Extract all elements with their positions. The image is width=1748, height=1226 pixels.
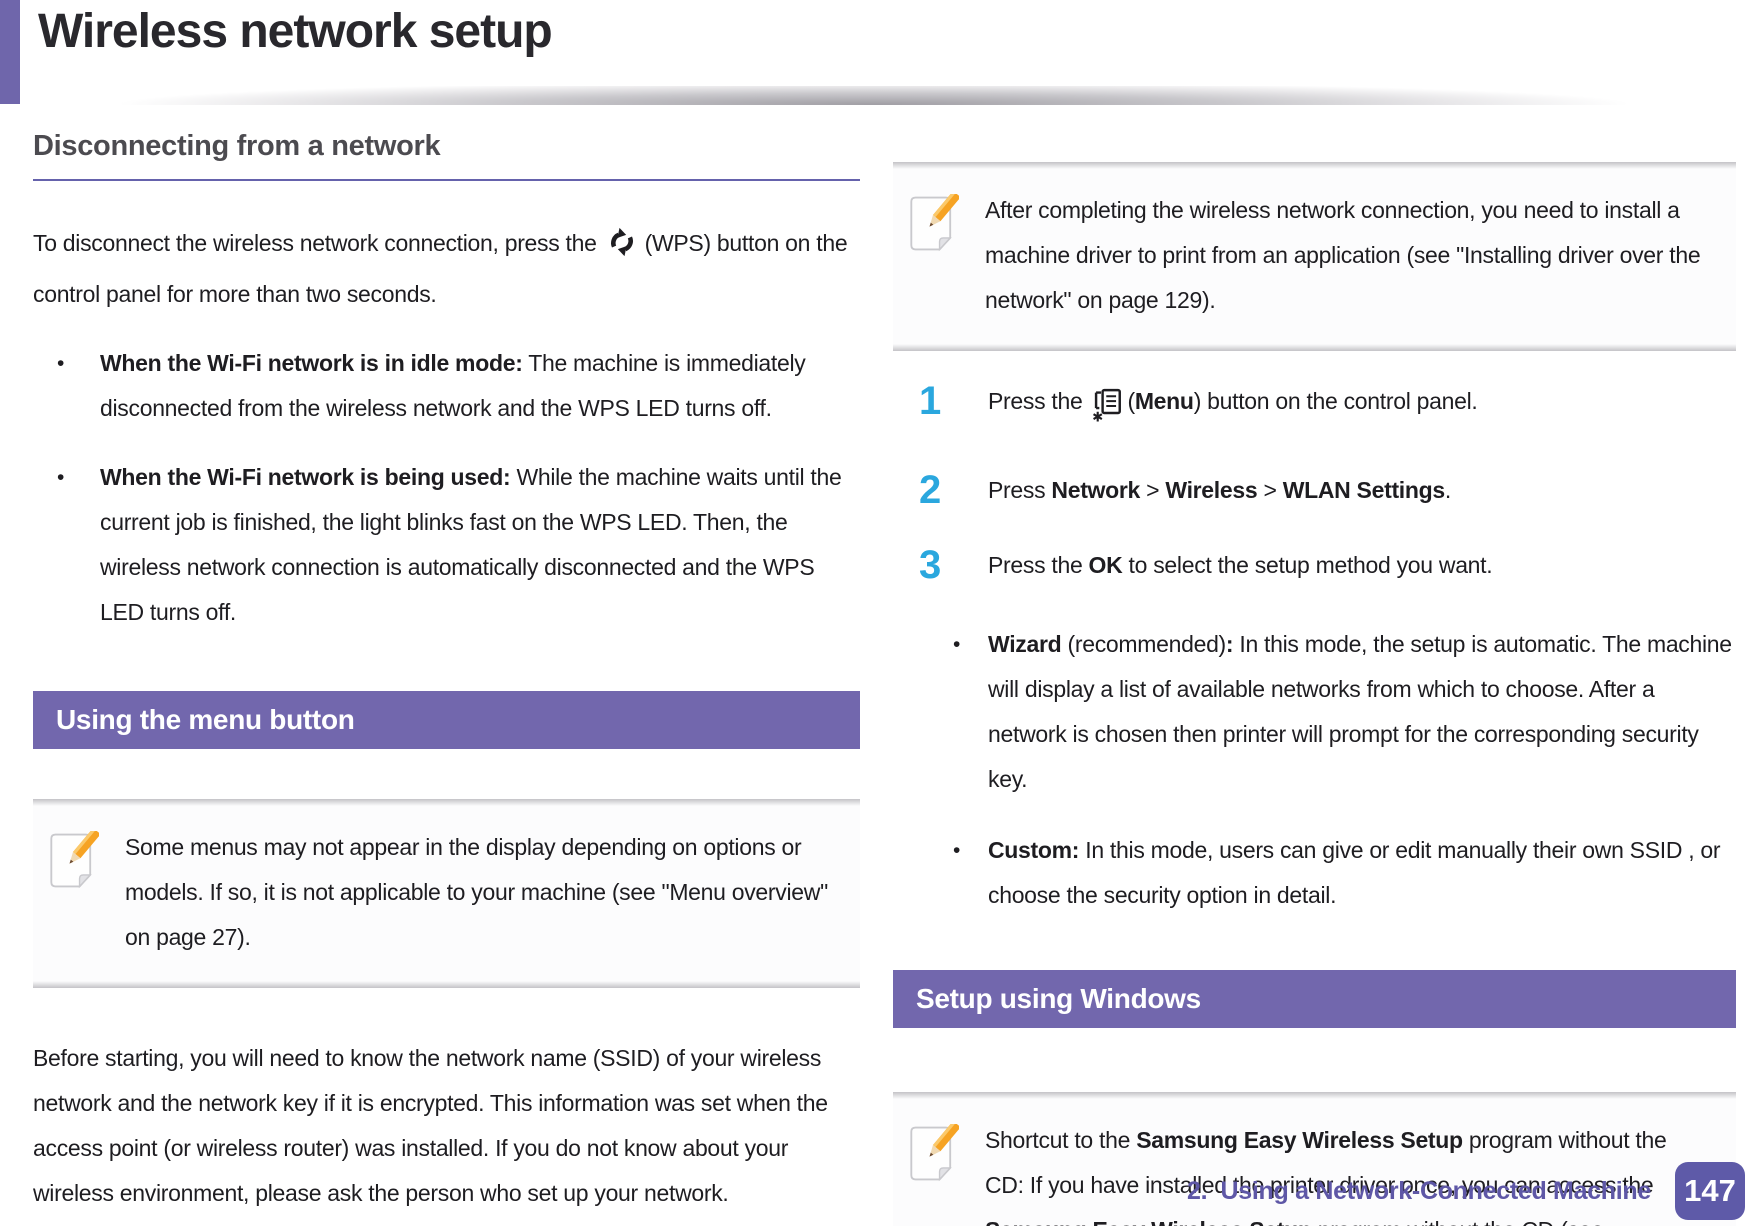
note-text: Shortcut to the Samsung Easy Wireless Se… [985, 1127, 1667, 1226]
section-title: Disconnecting from a network [33, 130, 860, 181]
step-number: 3 [919, 543, 942, 587]
accent-bar [0, 0, 20, 104]
intro-text-after: (WPS) button on the control panel for mo… [33, 230, 848, 307]
list-item-wizard: Wizard (recommended): In this mode, the … [893, 622, 1736, 802]
steps-list: 1 Press the(Menu) button on the control … [893, 379, 1736, 588]
step-2: 2 Press Network > Wireless > WLAN Settin… [893, 468, 1736, 513]
left-column: Disconnecting from a network To disconne… [33, 104, 860, 1226]
list-item-idle-mode: When the Wi-Fi network is in idle mode: … [33, 341, 860, 431]
list-item-custom: Custom: In this mode, users can give or … [893, 828, 1736, 918]
banner-label: Using the menu button [56, 704, 355, 735]
bullet-lead: When the Wi-Fi network is in idle mode: [100, 350, 523, 376]
step-text: Press the OK to select the setup method … [988, 552, 1493, 578]
closing-paragraph: Before starting, you will need to know t… [33, 1045, 828, 1206]
note-pencil-icon [909, 190, 961, 323]
step-number: 1 [919, 379, 942, 423]
right-column: After completing the wireless network co… [893, 104, 1736, 1226]
menu-button-icon [1092, 385, 1123, 438]
banner-setup-using-windows: Setup using Windows [893, 970, 1736, 1028]
step-3: 3 Press the OK to select the setup metho… [893, 543, 1736, 588]
banner-using-menu-button: Using the menu button [33, 691, 860, 749]
step-1: 1 Press the(Menu) button on the control … [893, 379, 1736, 438]
list-item-being-used: When the Wi-Fi network is being used: Wh… [33, 455, 860, 635]
page-number-badge: 147 [1675, 1162, 1745, 1220]
wifi-mode-list: When the Wi-Fi network is in idle mode: … [33, 341, 860, 635]
bullet-text: While the machine waits until the curren… [100, 464, 842, 625]
note-box-menu: Some menus may not appear in the display… [33, 799, 860, 988]
intro-text-before: To disconnect the wireless network conne… [33, 230, 597, 256]
intro-paragraph: To disconnect the wireless network conne… [33, 221, 860, 317]
note-pencil-icon [49, 827, 101, 960]
note-text: After completing the wireless network co… [985, 197, 1701, 313]
step-text: Press Network > Wireless > WLAN Settings… [988, 477, 1451, 503]
step-text: Press the(Menu) button on the control pa… [988, 379, 1736, 438]
note-pencil-icon [909, 1120, 961, 1226]
banner-label: Setup using Windows [916, 983, 1201, 1014]
bullet-lead: When the Wi-Fi network is being used: [100, 464, 511, 490]
content-columns: Disconnecting from a network To disconne… [0, 104, 1748, 1226]
page-title: Wireless network setup [38, 5, 553, 58]
bullet-text: The machine is immediately disconnected … [100, 350, 806, 421]
header-divider [0, 86, 1748, 105]
note-box-shortcut: Shortcut to the Samsung Easy Wireless Se… [893, 1092, 1736, 1226]
note-box-driver: After completing the wireless network co… [893, 162, 1736, 351]
page-footer: 2. Using a Network-Connected Machine 147 [1187, 1162, 1748, 1220]
step-number: 2 [919, 468, 942, 512]
footer-chapter: 2. Using a Network-Connected Machine [1187, 1176, 1651, 1205]
setup-method-list: Wizard (recommended): In this mode, the … [893, 622, 1736, 918]
wps-icon [607, 227, 637, 272]
note-text: Some menus may not appear in the display… [125, 834, 828, 950]
